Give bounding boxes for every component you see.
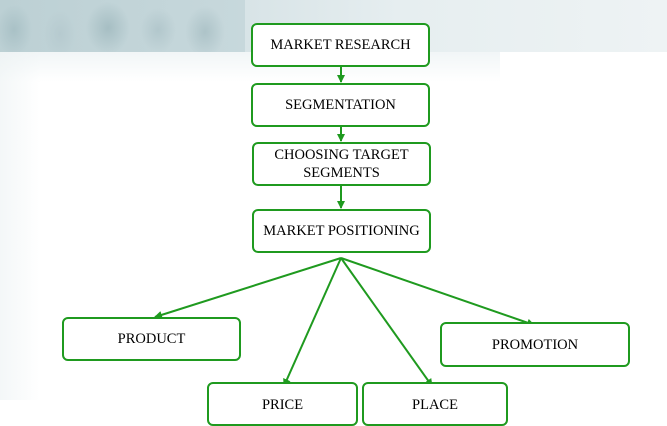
arrow-positioning-to-promotion: [341, 258, 534, 325]
node-price: PRICE: [207, 382, 358, 426]
node-market-research: MARKET RESEARCH: [251, 23, 430, 67]
node-choosing-target-segments: CHOOSING TARGET SEGMENTS: [252, 142, 431, 186]
node-label: MARKET POSITIONING: [263, 222, 419, 240]
arrow-positioning-to-price: [284, 258, 341, 386]
node-promotion: PROMOTION: [440, 322, 630, 367]
node-label: PRODUCT: [118, 330, 186, 348]
node-label: PLACE: [412, 396, 458, 414]
arrow-positioning-to-place: [341, 258, 432, 386]
node-segmentation: SEGMENTATION: [251, 83, 430, 127]
node-label: SEGMENTATION: [285, 96, 396, 114]
node-label: PROMOTION: [492, 336, 578, 354]
node-label: MARKET RESEARCH: [270, 36, 410, 54]
node-place: PLACE: [362, 382, 508, 426]
arrow-positioning-to-product: [155, 258, 341, 317]
node-product: PRODUCT: [62, 317, 241, 361]
node-market-positioning: MARKET POSITIONING: [252, 209, 431, 253]
node-label: CHOOSING TARGET SEGMENTS: [267, 146, 417, 182]
node-label: PRICE: [262, 396, 303, 414]
